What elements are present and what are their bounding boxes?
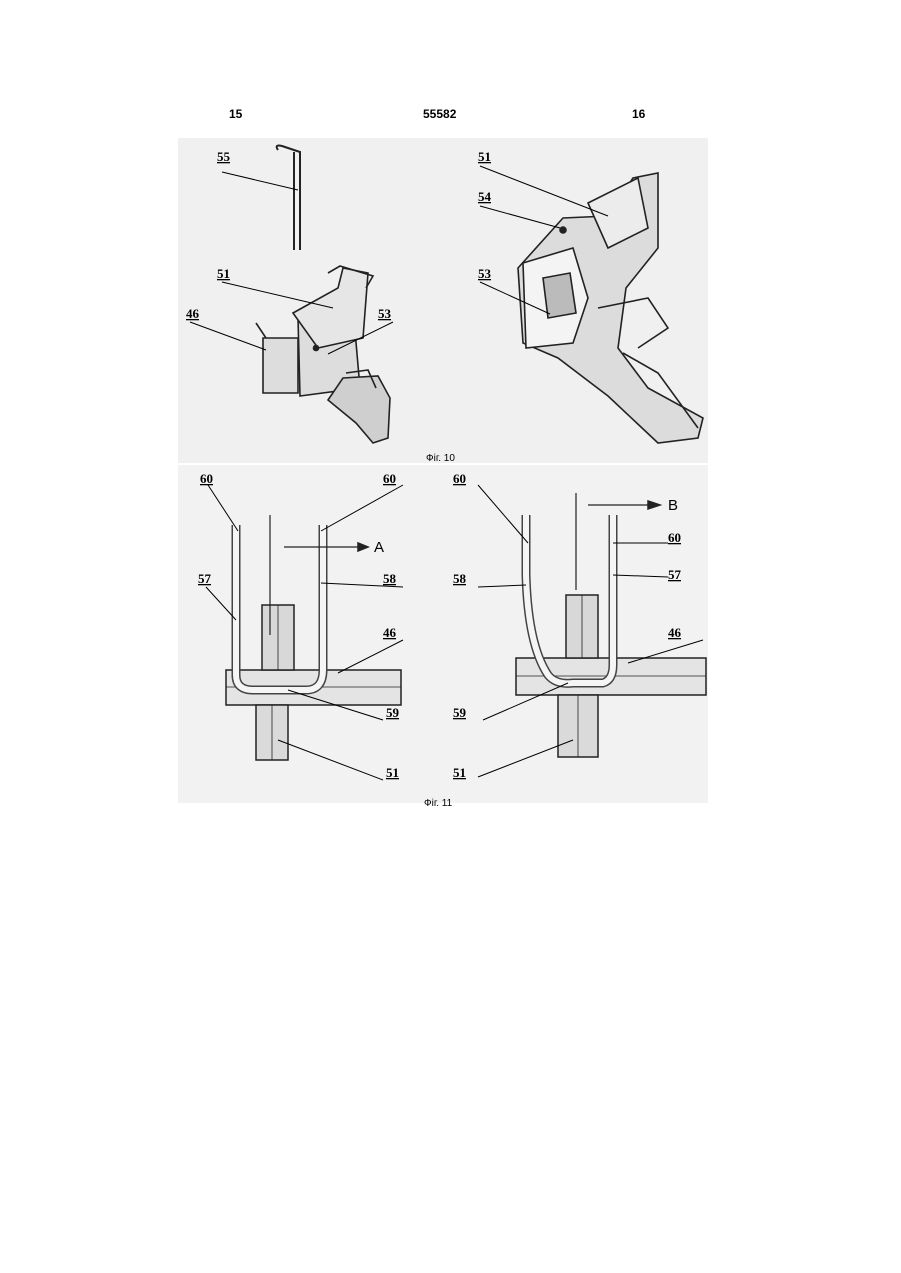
arrow-label-a: A [374, 539, 384, 556]
figure-10-drawing: 55 51 46 53 51 54 53 [178, 138, 708, 463]
label-60-left-a: 60 [200, 471, 213, 486]
label-54: 54 [478, 189, 492, 204]
label-53-right: 53 [478, 266, 492, 281]
label-53-left: 53 [378, 306, 392, 321]
label-46-right: 46 [668, 625, 682, 640]
label-51-right-fig11: 51 [453, 765, 466, 780]
label-46-left: 46 [383, 625, 397, 640]
label-59-left: 59 [386, 705, 400, 720]
label-51-left-fig11: 51 [386, 765, 399, 780]
label-60-right-a: 60 [453, 471, 466, 486]
figure-10-caption: Фіг. 10 [426, 453, 455, 464]
label-58-left: 58 [383, 571, 397, 586]
label-60-right-b: 60 [668, 530, 681, 545]
label-46: 46 [186, 306, 200, 321]
page-number-right: 16 [632, 107, 645, 121]
label-59-right: 59 [453, 705, 467, 720]
patent-number: 55582 [423, 107, 456, 121]
label-55: 55 [217, 149, 231, 164]
figure-11-caption: Фіг. 11 [424, 798, 452, 809]
label-57-left: 57 [198, 571, 212, 586]
figure-11-drawing: 60 60 A 57 58 46 59 51 60 B 60 58 57 46 … [178, 465, 708, 803]
label-51-right: 51 [478, 149, 491, 164]
label-60-left-b: 60 [383, 471, 396, 486]
label-58-right: 58 [453, 571, 467, 586]
label-57-right: 57 [668, 567, 682, 582]
label-51-left: 51 [217, 266, 230, 281]
arrow-label-b: B [668, 497, 678, 514]
page-number-left: 15 [229, 107, 242, 121]
